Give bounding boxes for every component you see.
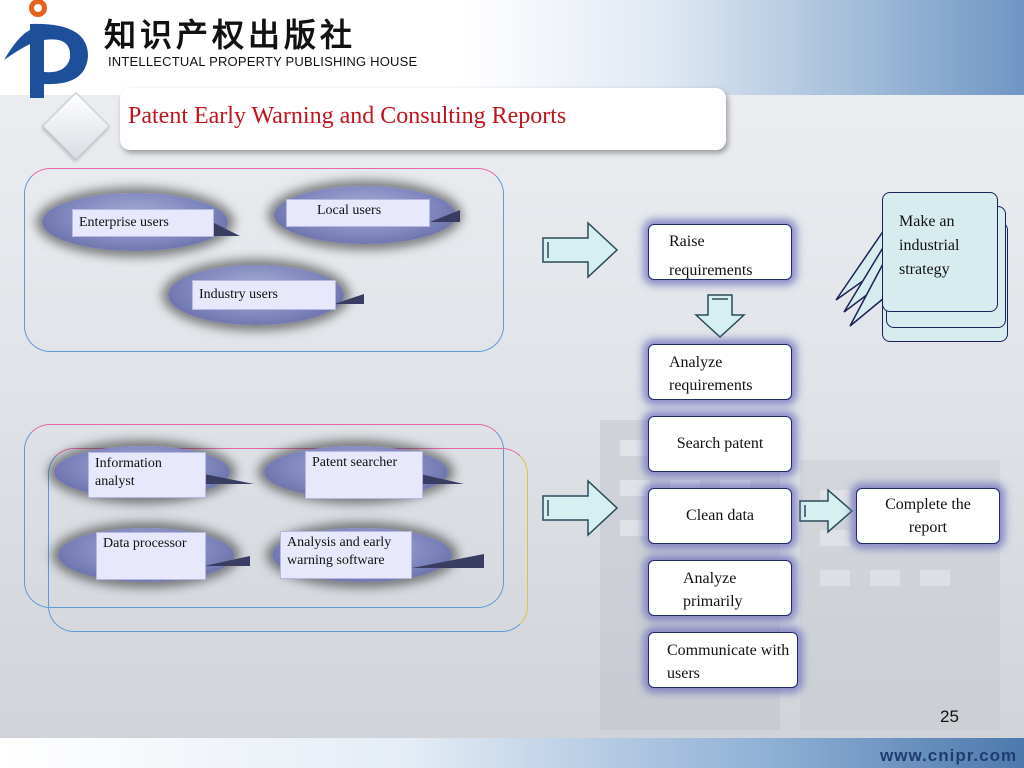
clean-to-complete-arrow — [799, 488, 854, 534]
enterprise-users-pointer — [212, 222, 240, 236]
industry-users-label: Industry users — [192, 280, 336, 310]
data-processor-label: Data processor — [96, 532, 206, 580]
complete-report-text: Complete the report — [885, 496, 971, 536]
patent-searcher-pointer — [420, 474, 464, 484]
analyze-primarily-box: Analyze primarily — [648, 560, 792, 616]
patent-searcher-label: Patent searcher — [305, 451, 423, 499]
clean-data-box: Clean data — [648, 488, 792, 544]
data-processor-pointer — [204, 556, 250, 566]
analysis-software-label: Analysis and early warning software — [280, 531, 412, 579]
search-patent-box: Search patent — [648, 416, 792, 472]
strategy-text: Make an industrial strategy — [899, 213, 960, 278]
enterprise-users-label: Enterprise users — [72, 209, 214, 237]
analyze-primarily-text: Analyze primarily — [683, 570, 743, 610]
resources-group-frame-back — [24, 424, 504, 608]
communicate-box: Communicate with users — [648, 632, 798, 688]
analyze-requirements-text: Analyze requirements — [669, 354, 753, 394]
analysis-software-pointer — [412, 554, 484, 568]
footer-bar — [0, 738, 1024, 768]
clean-data-text: Clean data — [686, 507, 754, 524]
analyze-requirements-box: Analyze requirements — [648, 344, 792, 400]
local-users-label: Local users — [286, 199, 430, 227]
raise-requirements-box: Raise requirements — [648, 224, 792, 280]
users-group-frame — [24, 168, 504, 352]
title-box — [120, 88, 726, 150]
complete-report-box: Complete the report — [856, 488, 1000, 544]
communicate-text: Communicate with users — [667, 642, 790, 682]
strategy-card-front — [882, 192, 998, 312]
information-analyst-pointer — [204, 474, 254, 484]
publisher-chinese-title: 知识产权出版社 — [104, 16, 357, 54]
users-to-raise-arrow — [542, 221, 619, 279]
ip-logo-icon — [4, 0, 88, 99]
search-patent-text: Search patent — [676, 435, 764, 452]
header-band — [0, 0, 1024, 95]
industry-users-pointer — [334, 294, 364, 304]
slide-title: Patent Early Warning and Consulting Repo… — [128, 103, 567, 129]
page-number: 25 — [940, 707, 959, 726]
local-users-pointer — [430, 210, 460, 222]
resources-group-frame-front — [48, 448, 528, 632]
information-analyst-label: Information analyst — [88, 452, 206, 498]
title-diamond-icon — [42, 92, 110, 160]
resources-to-clean-arrow — [542, 479, 619, 537]
raise-to-analyze-down-arrow — [694, 294, 746, 339]
publisher-english-subtitle: INTELLECTUAL PROPERTY PUBLISHING HOUSE — [108, 54, 418, 69]
raise-requirements-text: Raise requirements — [669, 233, 753, 279]
footer-url: www.cnipr.com — [880, 746, 1018, 765]
